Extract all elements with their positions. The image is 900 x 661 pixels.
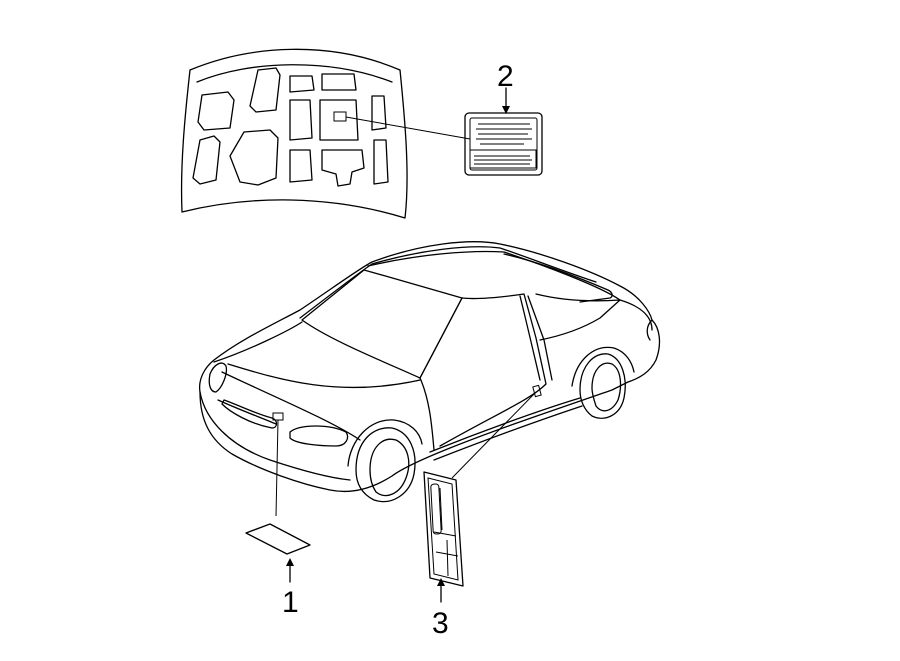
hood	[180, 48, 471, 219]
callout-3: 3	[432, 578, 449, 640]
arrow-head-icon	[286, 558, 294, 566]
arrow-head-icon	[437, 578, 445, 586]
door-label-part-3	[423, 391, 537, 587]
callout-3-number: 3	[432, 607, 449, 640]
emission-label-part-2	[464, 112, 543, 176]
callout-2-number: 2	[497, 60, 514, 93]
hood-label-part-1	[245, 419, 311, 555]
arrow-head-icon	[502, 106, 510, 114]
callout-2: 2	[497, 60, 514, 114]
callout-1-number: 1	[282, 586, 299, 619]
callout-1: 1	[282, 558, 299, 619]
car-body	[198, 241, 661, 503]
